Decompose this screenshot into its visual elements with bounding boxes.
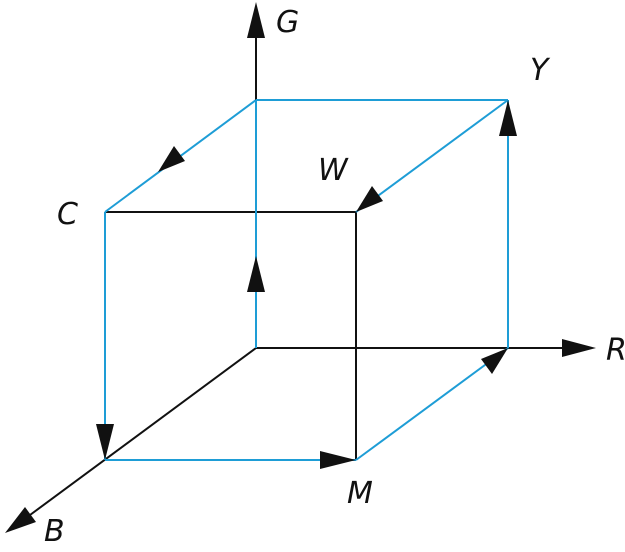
path-y-to-w <box>355 99 509 213</box>
label-m: M <box>347 476 373 511</box>
arrow-up-origin-edge <box>247 256 265 292</box>
label-b: B <box>44 514 65 549</box>
color-path-edges <box>104 99 509 461</box>
b-axis <box>29 347 257 516</box>
direction-arrows <box>96 100 517 469</box>
vertex-labels: G R B C W Y M <box>44 5 625 549</box>
label-y: Y <box>530 53 551 88</box>
r-axis-arrowhead <box>562 339 596 357</box>
path-m-to-r-corner <box>355 347 509 461</box>
b-axis-arrowhead <box>5 507 36 533</box>
arrow-toward-c <box>158 146 185 172</box>
label-r: R <box>606 333 625 368</box>
arrow-toward-r-corner <box>481 348 508 374</box>
g-axis-arrowhead <box>247 2 265 38</box>
arrow-toward-m <box>320 451 356 469</box>
label-c: C <box>57 197 78 232</box>
cube-front-edges <box>105 211 357 460</box>
arrow-down-c-edge <box>96 424 114 460</box>
label-w: W <box>318 153 349 188</box>
arrow-toward-w <box>356 186 383 212</box>
label-g: G <box>276 5 299 40</box>
arrow-up-y-edge <box>499 100 517 136</box>
